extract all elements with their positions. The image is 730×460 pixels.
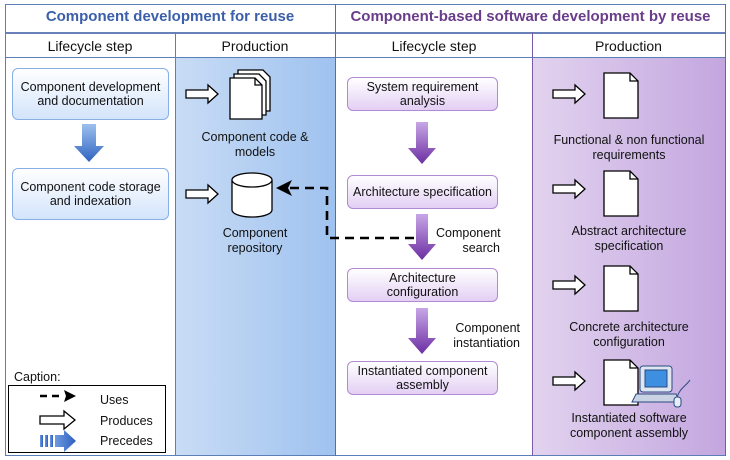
document-icon — [603, 265, 639, 312]
produces-arrow — [552, 178, 586, 200]
step-requirement-analysis: System requirement analysis — [347, 77, 498, 111]
left-section-title: Component development for reuse — [45, 8, 295, 25]
produces-arrow — [185, 83, 219, 105]
caption-precedes-symbol — [40, 430, 76, 452]
product-repository: Component repository — [222, 226, 288, 255]
uses-arrow — [288, 186, 414, 240]
caption-uses-symbol — [40, 390, 76, 402]
produces-arrow — [552, 83, 586, 105]
caption-produces-label: Produces — [100, 414, 153, 428]
product-instantiated-assembly: Instantiated software component assembly — [569, 411, 689, 440]
precedes-arrow — [408, 214, 436, 260]
caption-uses-label: Uses — [100, 393, 129, 407]
document-icon — [603, 72, 639, 119]
precedes-arrow — [408, 308, 436, 354]
produces-arrow — [552, 274, 586, 296]
step-component-development: Component development and documentation — [12, 68, 169, 120]
left-production-column — [175, 58, 335, 455]
step-label: Instantiated component assembly — [357, 364, 488, 392]
transition-component-search: Component search — [436, 226, 501, 255]
document-stack-icon — [229, 69, 271, 120]
grid-top-line — [5, 4, 726, 5]
precedes-arrow — [408, 122, 436, 164]
step-label: Architecture configuration — [386, 271, 459, 299]
product-code-models: Component code & models — [201, 130, 309, 159]
grid-section-line — [335, 4, 336, 456]
caption-precedes-label: Precedes — [100, 434, 153, 448]
product-abstract-architecture: Abstract architecture specification — [571, 224, 687, 253]
step-label: Component development and documentation — [20, 80, 161, 108]
product-requirements: Functional & non functional requirements — [553, 133, 705, 162]
right-lifecycle-header: Lifecycle step — [391, 38, 477, 54]
step-architecture-configuration: Architecture configuration — [347, 268, 498, 302]
document-icon — [603, 359, 639, 406]
database-icon — [231, 172, 273, 218]
document-icon — [603, 170, 639, 217]
left-lifecycle-header: Lifecycle step — [47, 38, 133, 54]
right-production-header: Production — [595, 38, 662, 54]
computer-icon — [631, 365, 691, 408]
step-architecture-specification: Architecture specification — [347, 175, 498, 209]
transition-component-instantiation: Component instantiation — [453, 321, 520, 350]
caption-box — [8, 385, 166, 453]
grid-left-line — [5, 4, 6, 456]
uses-arrowhead — [276, 180, 292, 196]
step-label: System requirement analysis — [366, 80, 479, 108]
caption-produces-symbol — [39, 409, 77, 431]
product-concrete-architecture: Concrete architecture configuration — [569, 320, 689, 349]
produces-arrow — [185, 183, 219, 205]
grid-col3-line — [532, 32, 533, 456]
grid-header-line — [5, 57, 726, 58]
grid-col1-line — [175, 32, 176, 456]
grid-bottom-line — [5, 455, 726, 456]
left-production-header: Production — [221, 38, 289, 54]
produces-arrow — [552, 370, 586, 392]
step-component-storage: Component code storage and indexation — [12, 168, 169, 220]
caption-title: Caption: — [14, 370, 61, 384]
step-label: Architecture specification — [353, 185, 492, 199]
step-component-assembly: Instantiated component assembly — [347, 361, 498, 395]
precedes-arrow — [74, 124, 104, 162]
right-section-title: Component-based software development by … — [350, 8, 711, 25]
grid-right-line — [725, 4, 726, 456]
step-label: Component code storage and indexation — [20, 180, 161, 208]
grid-title-line — [5, 32, 726, 34]
